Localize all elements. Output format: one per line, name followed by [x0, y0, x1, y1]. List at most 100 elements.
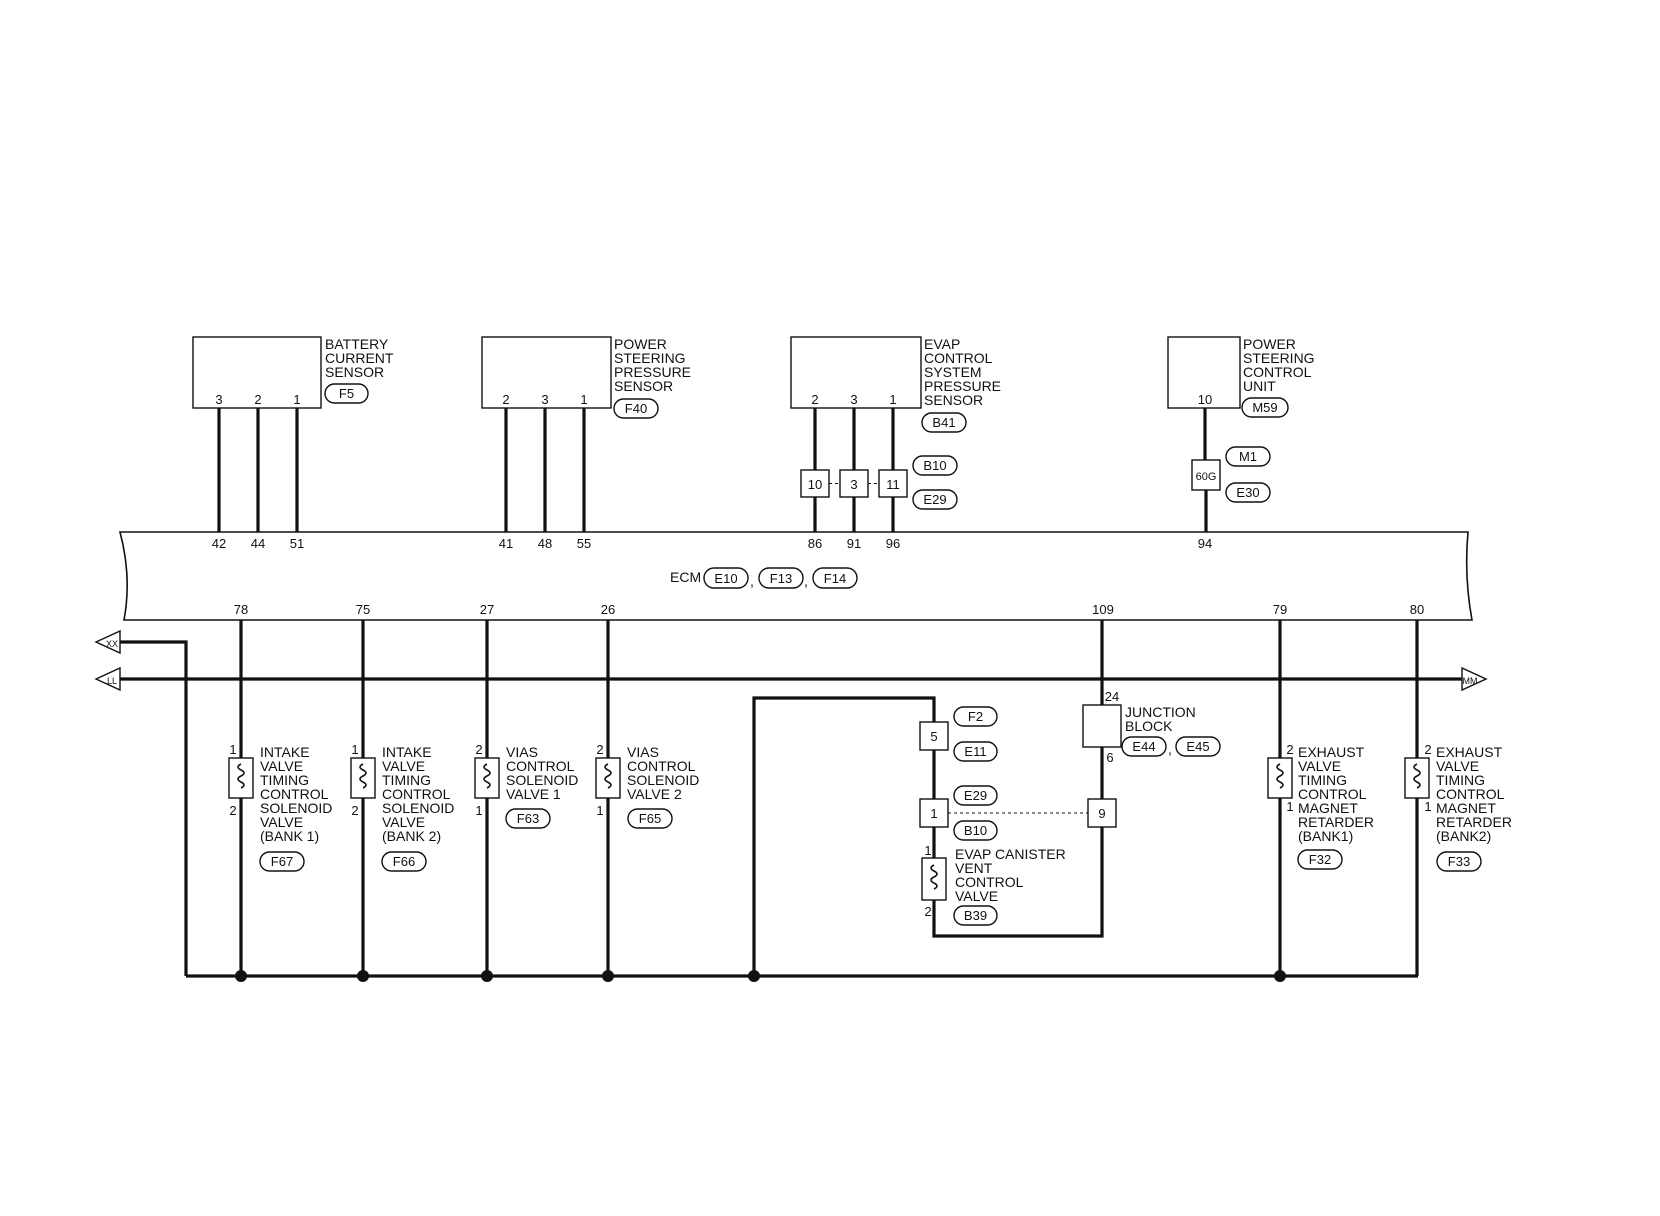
- svg-text:VALVE: VALVE: [260, 814, 303, 830]
- power-steering-pressure-sensor: POWER STEERING PRESSURE SENSOR F40 2 3 1: [481, 336, 691, 532]
- svg-text:E29: E29: [964, 788, 987, 803]
- svg-text:F13: F13: [770, 571, 792, 586]
- svg-text:TIMING: TIMING: [1298, 772, 1347, 788]
- svg-text:1: 1: [930, 806, 937, 821]
- svg-text:1: 1: [1424, 799, 1431, 814]
- svg-text:B39: B39: [964, 908, 987, 923]
- svg-text:55: 55: [577, 536, 591, 551]
- svg-text:SOLENOID: SOLENOID: [260, 800, 332, 816]
- svg-text:VALVE 1: VALVE 1: [506, 786, 561, 802]
- svg-text:VALVE: VALVE: [1298, 758, 1341, 774]
- svg-text:10: 10: [1198, 392, 1212, 407]
- svg-text:1: 1: [580, 392, 587, 407]
- svg-text:1: 1: [889, 392, 896, 407]
- svg-text:E10: E10: [714, 571, 737, 586]
- svg-text:E29: E29: [923, 492, 946, 507]
- svg-text:CONTROL: CONTROL: [1436, 786, 1505, 802]
- svg-text:F65: F65: [639, 811, 661, 826]
- svg-text:2: 2: [229, 803, 236, 818]
- svg-text:1: 1: [475, 803, 482, 818]
- svg-text:CONTROL: CONTROL: [924, 350, 993, 366]
- svg-text:STEERING: STEERING: [1243, 350, 1315, 366]
- svg-text:SENSOR: SENSOR: [325, 364, 384, 380]
- svg-text:CONTROL: CONTROL: [627, 758, 696, 774]
- svg-text:POWER: POWER: [1243, 336, 1296, 352]
- svg-text:INTAKE: INTAKE: [260, 744, 310, 760]
- svg-text:VALVE: VALVE: [382, 814, 425, 830]
- svg-text:JUNCTION: JUNCTION: [1125, 704, 1196, 720]
- svg-text:STEERING: STEERING: [614, 350, 686, 366]
- svg-text:3: 3: [850, 392, 857, 407]
- connector-label: M59: [1252, 400, 1277, 415]
- svg-text:EXHAUST: EXHAUST: [1436, 744, 1503, 760]
- svg-text:1: 1: [293, 392, 300, 407]
- ecm-block: 42 44 51 41 48 55 86 91 96 94 ECM E10 , …: [118, 531, 1473, 621]
- svg-text:60G: 60G: [1196, 471, 1217, 483]
- svg-text:3: 3: [541, 392, 548, 407]
- svg-text:(BANK2): (BANK2): [1436, 828, 1491, 844]
- svg-text:2: 2: [475, 742, 482, 757]
- svg-text:2: 2: [1286, 742, 1293, 757]
- svg-text:2: 2: [351, 803, 358, 818]
- svg-text:TIMING: TIMING: [382, 772, 431, 788]
- svg-text:SYSTEM: SYSTEM: [924, 364, 982, 380]
- svg-text:27: 27: [480, 602, 494, 617]
- svg-text:VIAS: VIAS: [627, 744, 659, 760]
- vias-control-solenoid-valve1: 2 1 VIAS CONTROL SOLENOID VALVE 1 F63: [474, 620, 578, 976]
- svg-text:80: 80: [1410, 602, 1424, 617]
- svg-text:E44: E44: [1132, 739, 1155, 754]
- svg-text:MAGNET: MAGNET: [1436, 800, 1496, 816]
- svg-text:E45: E45: [1186, 739, 1209, 754]
- exhaust-valve-magnet-retarder-bank2: 2 1 EXHAUST VALVE TIMING CONTROL MAGNET …: [1404, 620, 1512, 976]
- svg-text:26: 26: [601, 602, 615, 617]
- svg-text:79: 79: [1273, 602, 1287, 617]
- svg-text:TIMING: TIMING: [260, 772, 309, 788]
- svg-text:94: 94: [1198, 536, 1212, 551]
- svg-text:EVAP CANISTER: EVAP CANISTER: [955, 846, 1066, 862]
- svg-text:LL: LL: [107, 676, 117, 686]
- svg-text:CONTROL: CONTROL: [260, 786, 329, 802]
- svg-text:(BANK 2): (BANK 2): [382, 828, 441, 844]
- connector-label: F40: [625, 401, 647, 416]
- svg-text:48: 48: [538, 536, 552, 551]
- svg-text:CONTROL: CONTROL: [1298, 786, 1367, 802]
- svg-text:B10: B10: [923, 458, 946, 473]
- svg-text:TIMING: TIMING: [1436, 772, 1485, 788]
- svg-text:M1: M1: [1239, 449, 1257, 464]
- svg-text:UNIT: UNIT: [1243, 378, 1276, 394]
- svg-text:42: 42: [212, 536, 226, 551]
- svg-text:EXHAUST: EXHAUST: [1298, 744, 1365, 760]
- svg-text:VALVE: VALVE: [382, 758, 425, 774]
- svg-text:F32: F32: [1309, 852, 1331, 867]
- svg-text:109: 109: [1092, 602, 1114, 617]
- junction-block: 9 24 6 JUNCTION BLOCK E44 , E45: [1082, 620, 1221, 828]
- svg-text:24: 24: [1105, 689, 1119, 704]
- svg-text:1: 1: [229, 742, 236, 757]
- svg-text:6: 6: [1106, 750, 1113, 765]
- intake-valve-solenoid-bank2: 1 2 INTAKE VALVE TIMING CONTROL SOLENOID…: [350, 620, 454, 976]
- svg-text:2: 2: [596, 742, 603, 757]
- svg-text:INTAKE: INTAKE: [382, 744, 432, 760]
- power-steering-control-unit: POWER STEERING CONTROL UNIT M59 10 60G M…: [1167, 336, 1315, 532]
- svg-text:VALVE 2: VALVE 2: [627, 786, 682, 802]
- svg-text:2: 2: [1424, 742, 1431, 757]
- svg-text:F66: F66: [393, 854, 415, 869]
- svg-text:1: 1: [596, 803, 603, 818]
- svg-text:SENSOR: SENSOR: [614, 378, 673, 394]
- svg-text:2: 2: [924, 904, 931, 919]
- svg-text:91: 91: [847, 536, 861, 551]
- svg-text:VALVE: VALVE: [1436, 758, 1479, 774]
- evap-canister-vent-circuit: 5 F2 E11 1 E29 B10 1 2 EVAP CANISTER VEN…: [752, 696, 1104, 976]
- connector-label: F5: [339, 386, 354, 401]
- svg-text:F67: F67: [271, 854, 293, 869]
- svg-text:1: 1: [924, 843, 931, 858]
- svg-text:F14: F14: [824, 571, 846, 586]
- svg-text:41: 41: [499, 536, 513, 551]
- svg-text:5: 5: [930, 729, 937, 744]
- svg-text:XX: XX: [106, 639, 118, 649]
- svg-text:VALVE: VALVE: [955, 888, 998, 904]
- splice-points: [235, 970, 1286, 982]
- svg-text:SOLENOID: SOLENOID: [382, 800, 454, 816]
- svg-text:B10: B10: [964, 823, 987, 838]
